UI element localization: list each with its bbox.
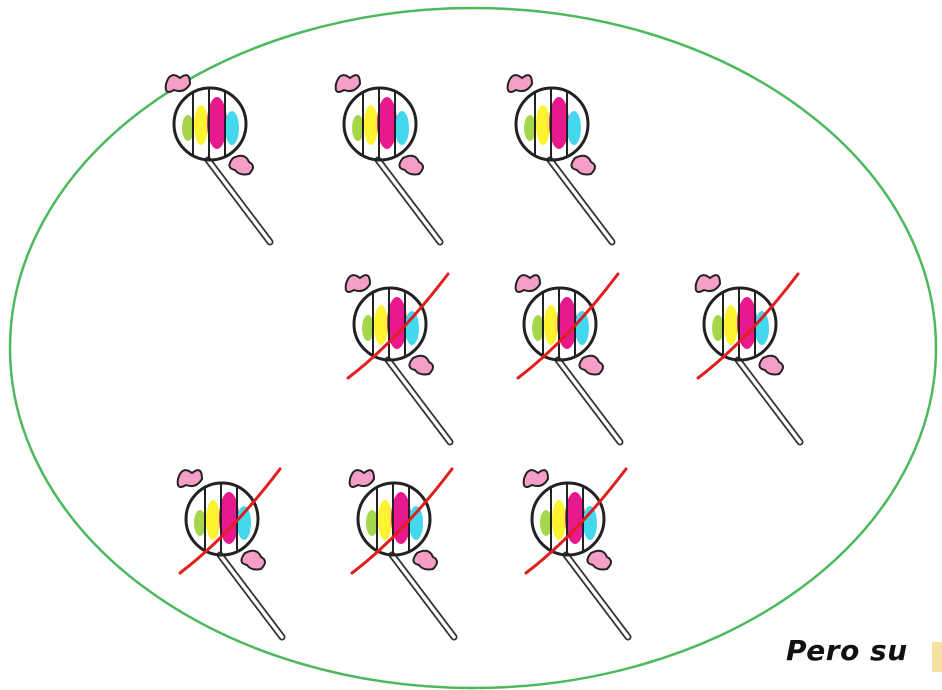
lollipop-icon	[336, 75, 440, 242]
strike-line	[346, 272, 450, 380]
set-ellipse	[8, 6, 938, 690]
lollipop-icon	[516, 274, 620, 442]
lollipop-icon	[508, 75, 612, 242]
lollipop-icon	[166, 75, 270, 242]
strike-line	[516, 272, 620, 380]
strike-line	[350, 467, 454, 575]
strike-line	[696, 272, 800, 380]
lollipop-icon	[524, 469, 628, 637]
strike-line	[524, 467, 628, 575]
caption-highlight	[932, 642, 942, 672]
strike-line	[178, 467, 282, 575]
caption-text: Pero su	[786, 634, 908, 667]
lollipop-icon	[346, 274, 450, 442]
lollipop-icon	[696, 274, 800, 442]
lollipop-grid	[166, 75, 800, 637]
lollipop-icon	[350, 469, 454, 637]
lollipop-icon	[178, 469, 282, 637]
